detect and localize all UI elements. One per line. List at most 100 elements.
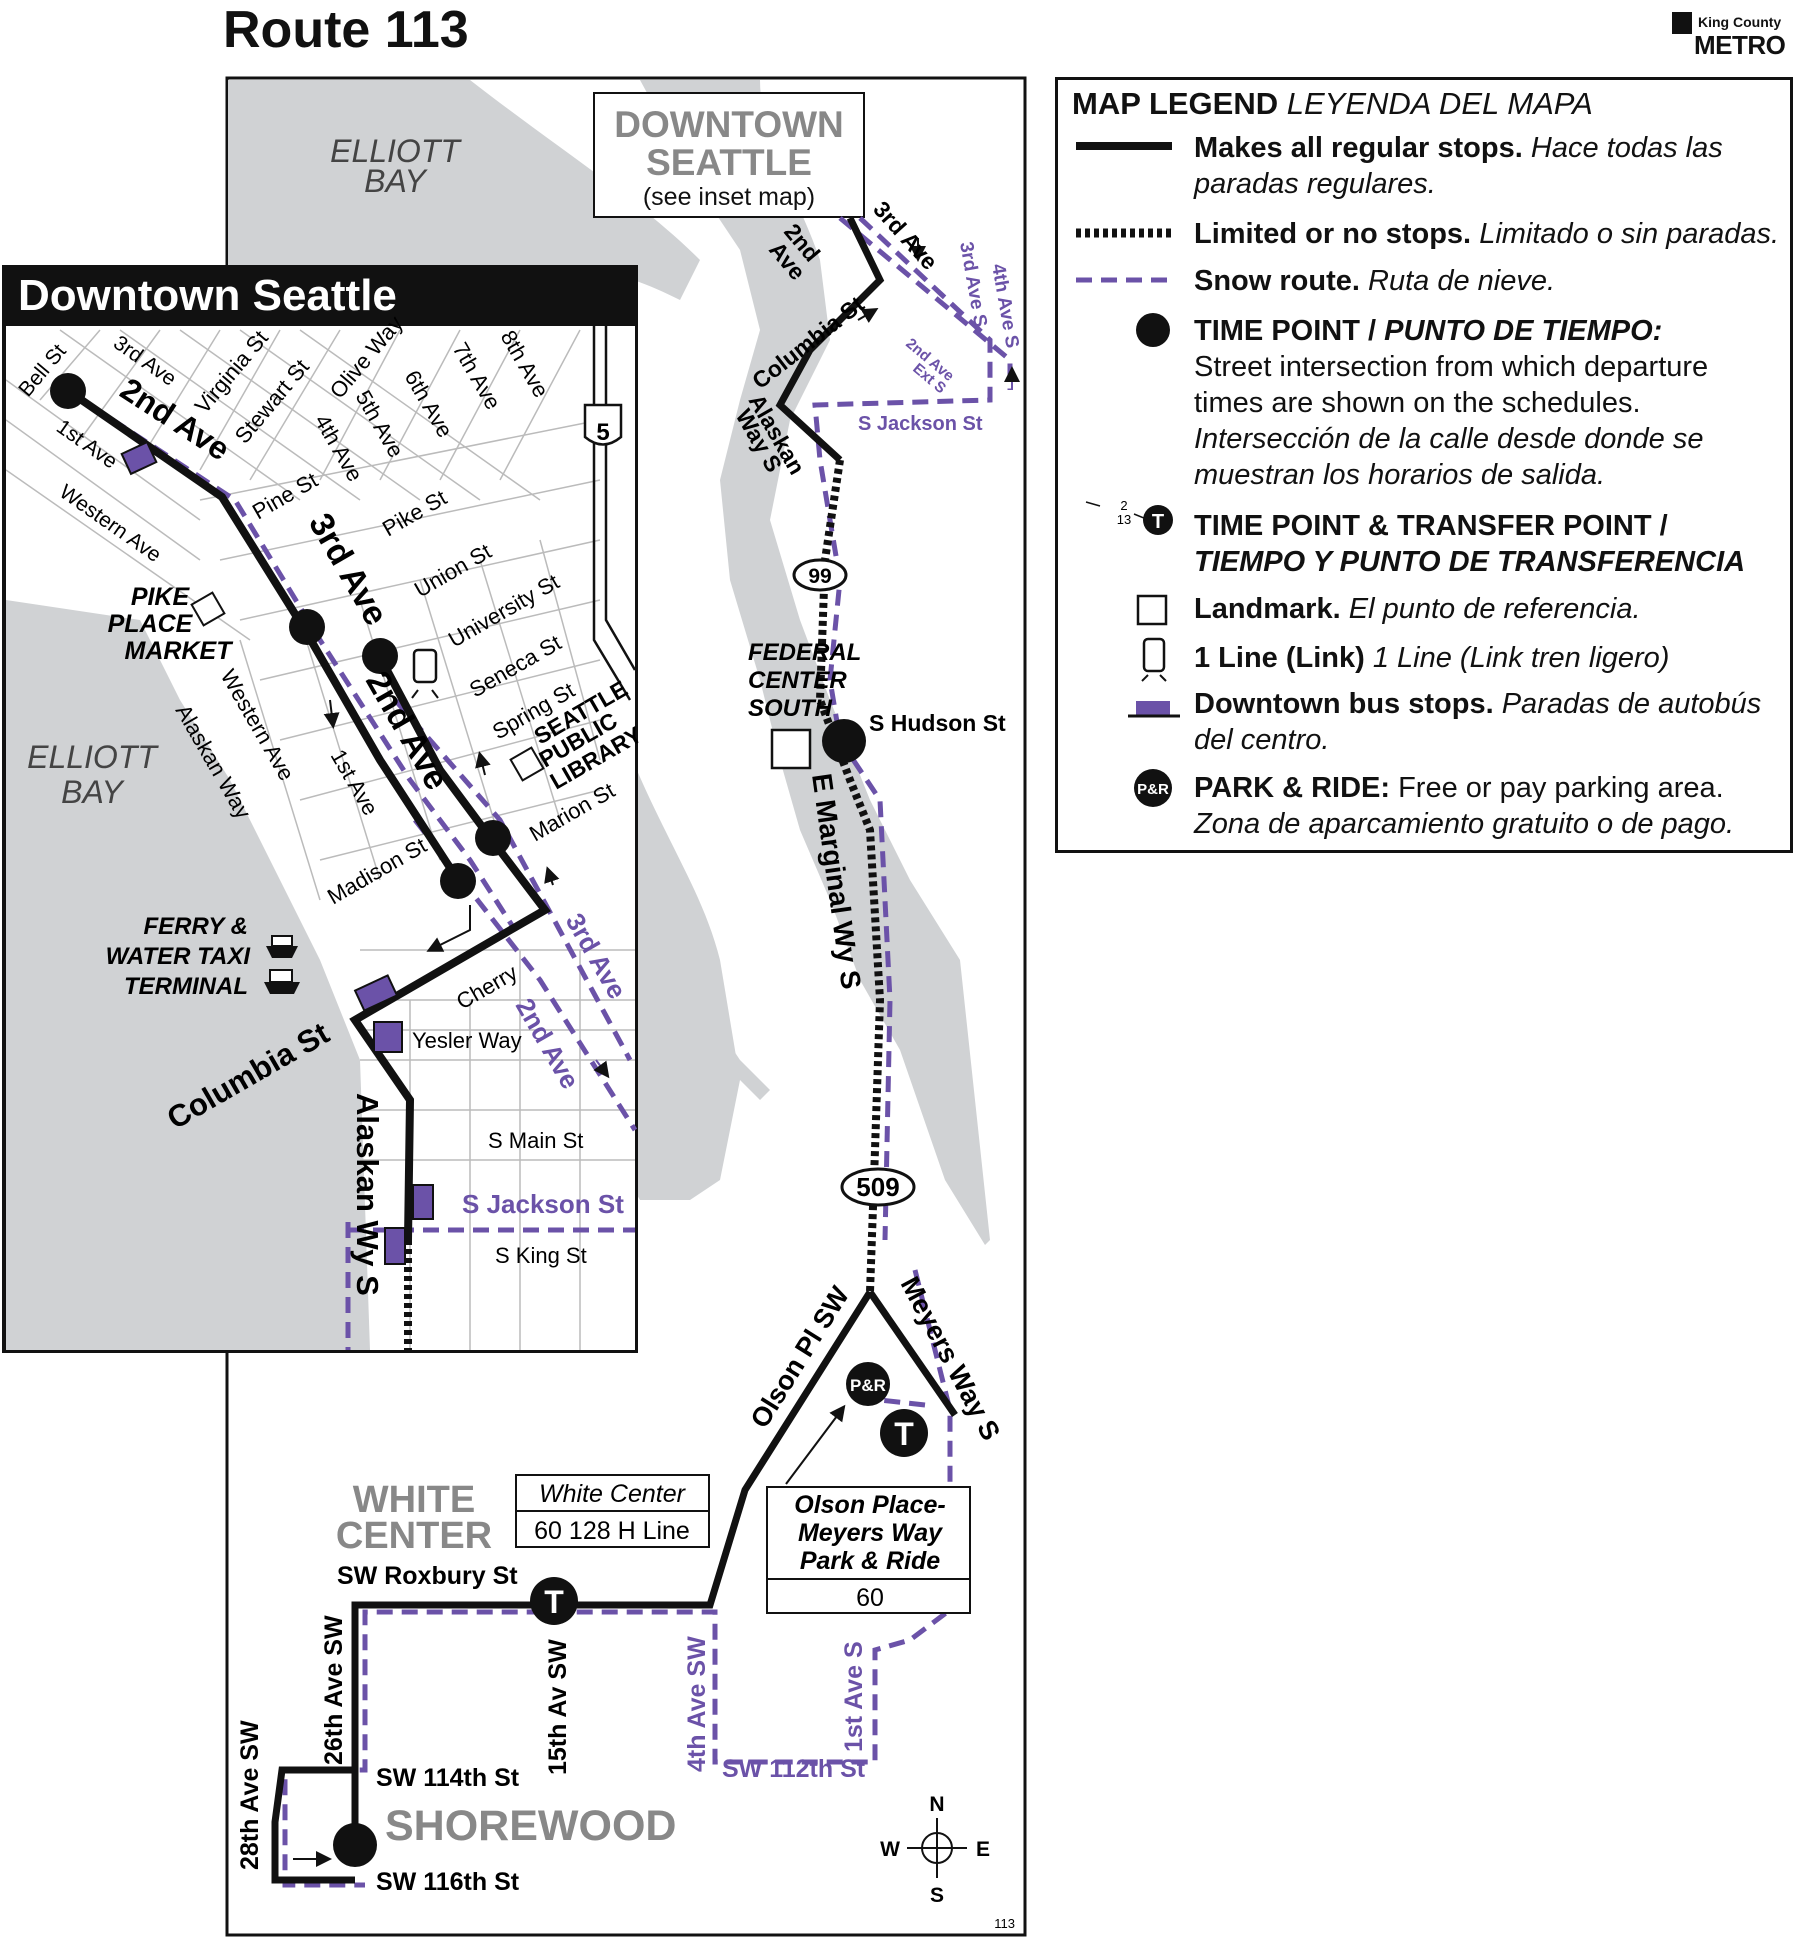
- main-route-line: [271, 216, 958, 1884]
- legend-header-en: MAP LEGEND: [1072, 86, 1279, 121]
- street-sw-112th: SW 112th St: [722, 1755, 866, 1783]
- park-ride-info-box: [766, 1486, 971, 1614]
- link-rail-icon: [1141, 637, 1167, 682]
- park-ride-name-2: Meyers Way: [798, 1519, 943, 1547]
- legend-transfer-num2: 13: [1117, 512, 1131, 527]
- downtown-box-line2: SEATTLE: [646, 142, 812, 183]
- direction-arrow: [857, 307, 879, 323]
- landmark-federal-center: [770, 728, 812, 770]
- highway-99-label: 99: [808, 565, 831, 588]
- white-center-name-1: WHITE: [353, 1479, 475, 1521]
- highway-99-shield: [792, 558, 848, 592]
- compass-n: N: [929, 1793, 944, 1816]
- dotted-line-symbol: [1076, 228, 1172, 238]
- transfer-point-white-center: [530, 1577, 578, 1625]
- park-ride-name-1: Olson Place-: [794, 1491, 945, 1519]
- page-number: 113: [994, 1916, 1015, 1931]
- white-center-box-title: White Center: [539, 1480, 687, 1508]
- time-point-symbol: [1136, 313, 1170, 347]
- pike-place-3: MARKET: [125, 637, 235, 665]
- ferry-icon: [264, 935, 300, 994]
- time-point-marion: [475, 820, 511, 856]
- main-limited-line: [815, 459, 885, 1293]
- transfer-t-park-ride: T: [894, 1416, 914, 1452]
- street-sw-114th: SW 114th St: [376, 1764, 520, 1792]
- legend-item-park-ride: PARK & RIDE: Free or pay parking area. Z…: [1194, 772, 1735, 840]
- inset-water-2: BAY: [61, 774, 125, 810]
- snow-route-symbol: [1076, 277, 1172, 283]
- legend-pr-badge: P&R: [1137, 781, 1169, 798]
- white-center-name-2: CENTER: [336, 1515, 492, 1557]
- king-county-crown-icon: [1672, 12, 1692, 34]
- downtown-seattle-box: [593, 92, 865, 218]
- time-point-2nd-ave: [362, 638, 398, 674]
- compass-w: W: [880, 1838, 900, 1861]
- compass-s: S: [930, 1884, 944, 1907]
- inset-water-1: ELLIOTT: [27, 739, 159, 775]
- duwamish-waterway: [640, 80, 990, 1245]
- legend-item-downtown-stops: Downtown bus stops. Paradas de autobús d…: [1194, 688, 1762, 756]
- interstate-5-label: 5: [596, 419, 609, 446]
- park-ride-symbol: P&R: [1134, 769, 1172, 807]
- link-rail-icon: [411, 648, 439, 699]
- legend-item-landmark: Landmark. El punto de referencia.: [1194, 593, 1641, 625]
- time-point-shorewood: [333, 1823, 377, 1867]
- street-15th-av: 15th Av SW: [544, 1639, 572, 1775]
- legend-item-transfer: TIME POINT & TRANSFER POINT / TIEMPO Y P…: [1194, 510, 1746, 578]
- landmark-pike-place: [190, 591, 226, 627]
- time-point-bell-st: [50, 373, 86, 409]
- interstate-5-shield: [583, 403, 623, 446]
- white-center-routes: 60 128 H Line: [534, 1517, 690, 1545]
- legend-item-link: 1 Line (Link) 1 Line (Link tren ligero): [1194, 642, 1670, 674]
- landmark-symbol: [1136, 594, 1168, 626]
- transfer-point-symbol: 2 13 T: [1085, 498, 1173, 535]
- logo-line1: King County: [1698, 14, 1782, 30]
- compass-e: E: [976, 1838, 990, 1861]
- direction-arrow: [593, 1059, 610, 1079]
- highway-509-shield: [840, 1167, 916, 1207]
- downtown-box-line1: DOWNTOWN: [614, 104, 844, 145]
- inset-elliott-bay: [6, 600, 370, 1350]
- street-jackson-inset: S Jackson St: [462, 1189, 624, 1219]
- main-water-label-2: BAY: [364, 163, 428, 199]
- direction-arrow: [426, 905, 471, 952]
- legend-header: MAP LEGEND LEYENDA DEL MAPA: [1072, 86, 1593, 122]
- page-title: Route 113: [223, 1, 469, 59]
- street-yesler: Yesler Way: [412, 1028, 522, 1053]
- river-channel: [652, 890, 770, 1100]
- inset-title: Downtown Seattle: [18, 271, 397, 320]
- legend-item-regular: Makes all regular stops. Hace todas las …: [1194, 132, 1723, 200]
- federal-center-2: CENTER: [748, 667, 847, 694]
- street-king: S King St: [495, 1243, 587, 1268]
- downtown-box-line3: (see inset map): [643, 183, 815, 211]
- landmark-library: [509, 746, 545, 782]
- park-ride-name-3: Park & Ride: [800, 1547, 940, 1575]
- street-alaskan-s: Alaskan Wy S: [350, 1093, 385, 1296]
- legend-item-time-point: TIME POINT / PUNTO DE TIEMPO:Street inte…: [1194, 315, 1709, 491]
- federal-center-1: FEDERAL: [748, 639, 861, 666]
- time-point-hudson: [822, 719, 866, 763]
- inset-downtown-stops: [120, 440, 434, 1265]
- highway-509-label: 509: [856, 1172, 899, 1202]
- transfer-point-park-ride: [880, 1409, 928, 1457]
- legend-item-snow: Snow route. Ruta de nieve.: [1194, 265, 1556, 297]
- street-1st-ave-s: 1st Ave S: [840, 1641, 868, 1752]
- transfer-t-white-center: T: [544, 1584, 564, 1620]
- metro-logo: King County METRO: [1672, 12, 1792, 62]
- pike-place-1: PIKE: [131, 583, 191, 611]
- federal-center-3: SOUTH: [748, 695, 833, 722]
- ferry-3: TERMINAL: [124, 973, 248, 1000]
- street-4th-ave-sw: 4th Ave SW: [683, 1636, 711, 1772]
- time-point-3rd-ave: [289, 609, 325, 645]
- solid-line-symbol: [1076, 142, 1172, 150]
- street-28th-ave: 28th Ave SW: [236, 1720, 264, 1870]
- inset-snow-routes: [68, 389, 638, 1350]
- park-ride-badge: [846, 1362, 890, 1406]
- street-sw-116th: SW 116th St: [376, 1868, 520, 1896]
- time-point-madison: [440, 863, 476, 899]
- shorewood-label: SHOREWOOD: [385, 1802, 676, 1850]
- park-ride-routes: 60: [856, 1584, 884, 1612]
- direction-arrow: [323, 699, 340, 729]
- logo-line2: METRO: [1694, 30, 1786, 60]
